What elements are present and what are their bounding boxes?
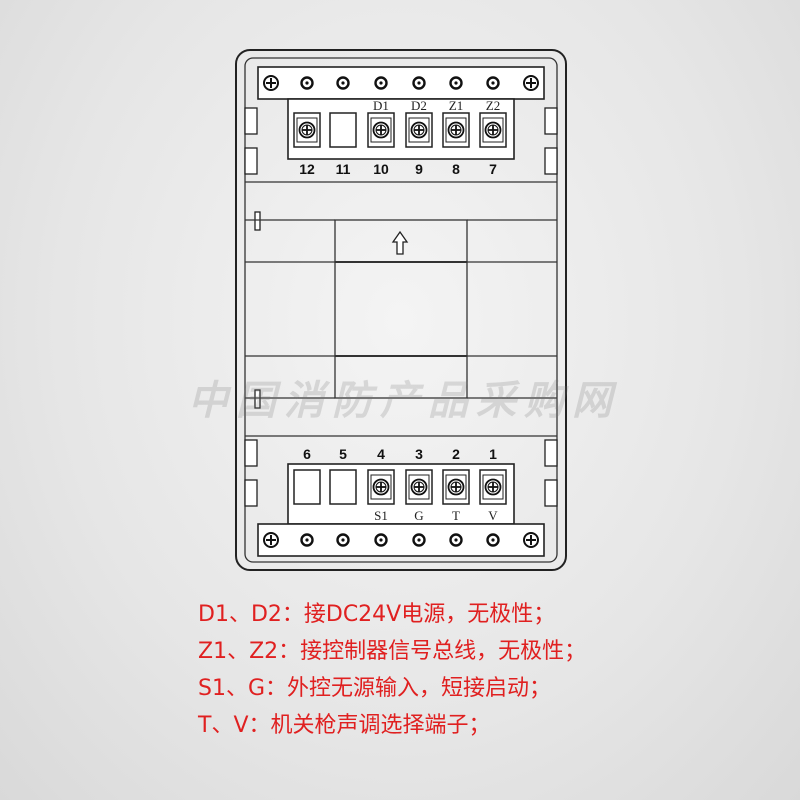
rail-pin [449, 533, 463, 547]
rail-pin [486, 533, 500, 547]
housing-outline [235, 49, 567, 571]
rail-pin [486, 76, 500, 90]
notes: D1、D2：接DC24V电源，无极性； Z1、Z2：接控制器信号总线，无极性； … [198, 596, 788, 744]
rail-screw-icon [263, 532, 279, 548]
top-terminal-block: D1 D2 Z1 Z2 12 11 10 9 8 7 [257, 66, 545, 177]
terminal-screw [367, 112, 395, 148]
terminal-empty [329, 469, 357, 505]
terminal-number: 9 [415, 161, 423, 177]
terminal-number: 4 [377, 446, 385, 462]
terminal-label: V [488, 508, 498, 523]
terminal-label: G [414, 508, 423, 523]
terminal-empty [293, 469, 321, 505]
rail-screw-icon [523, 532, 539, 548]
rail-screw-icon [263, 75, 279, 91]
rail-pin [300, 76, 314, 90]
note-t-v: T、V：机关枪声调选择端子； [198, 713, 491, 738]
terminal-number: 8 [452, 161, 460, 177]
terminal-number: 2 [452, 446, 460, 462]
terminal-number: 10 [373, 161, 389, 177]
up-arrow-icon [391, 230, 409, 255]
note-z1-z2: Z1、Z2：接控制器信号总线，无极性； [198, 639, 587, 664]
terminal-label: D1 [373, 98, 389, 113]
terminal-number: 6 [303, 446, 311, 462]
bottom-terminal-block: S1 G T V 6 5 4 3 2 1 [257, 446, 545, 557]
terminal-screw [442, 112, 470, 148]
rail-pin [336, 533, 350, 547]
terminal-screw [293, 112, 321, 148]
terminal-screw [405, 469, 433, 505]
terminal-screw [442, 469, 470, 505]
terminal-screw [367, 469, 395, 505]
note-d1-d2: D1、D2：接DC24V电源，无极性； [198, 602, 556, 627]
rail-pin [300, 533, 314, 547]
housing-inner [244, 57, 558, 563]
terminal-label: Z2 [486, 98, 500, 113]
terminal-screw [479, 112, 507, 148]
terminal-number: 5 [339, 446, 347, 462]
rail-pin [374, 533, 388, 547]
rail-screw-icon [523, 75, 539, 91]
rail-pin [374, 76, 388, 90]
note-s1-g: S1、G：外控无源输入，短接启动； [198, 676, 552, 701]
rail-pin [412, 76, 426, 90]
side-clips [244, 107, 558, 507]
rail-pin [449, 76, 463, 90]
middle-section [245, 181, 557, 437]
terminal-label: D2 [411, 98, 427, 113]
terminal-label: T [452, 508, 460, 523]
terminal-screw [479, 469, 507, 505]
terminal-label: Z1 [449, 98, 463, 113]
rail-pin [336, 76, 350, 90]
terminal-number: 1 [489, 446, 497, 462]
terminal-number: 11 [336, 161, 351, 177]
terminal-label: S1 [374, 508, 388, 523]
terminal-number: 3 [415, 446, 423, 462]
terminal-number: 7 [489, 161, 497, 177]
watermark: 中国消防产品采购网 [188, 377, 620, 424]
terminal-number: 12 [299, 161, 315, 177]
terminal-screw [405, 112, 433, 148]
rail-pin [412, 533, 426, 547]
terminal-empty [329, 112, 357, 148]
